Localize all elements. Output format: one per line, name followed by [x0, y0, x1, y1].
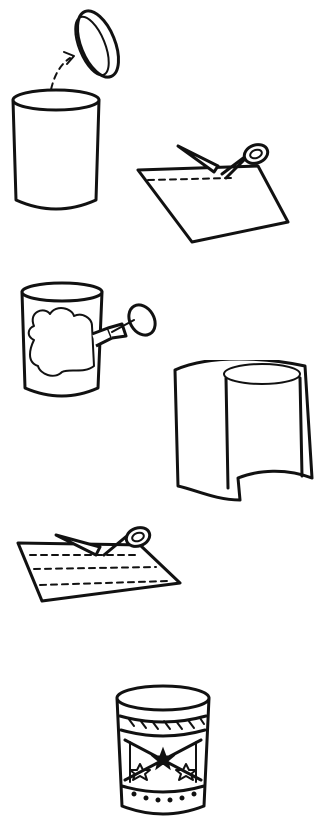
- paper-wrapped-around-can-icon: [0, 360, 327, 520]
- scissors-cutting-paper-icon: [0, 130, 327, 250]
- decorated-can-icon: [0, 680, 327, 821]
- scissors-cutting-strips-icon: [0, 515, 327, 625]
